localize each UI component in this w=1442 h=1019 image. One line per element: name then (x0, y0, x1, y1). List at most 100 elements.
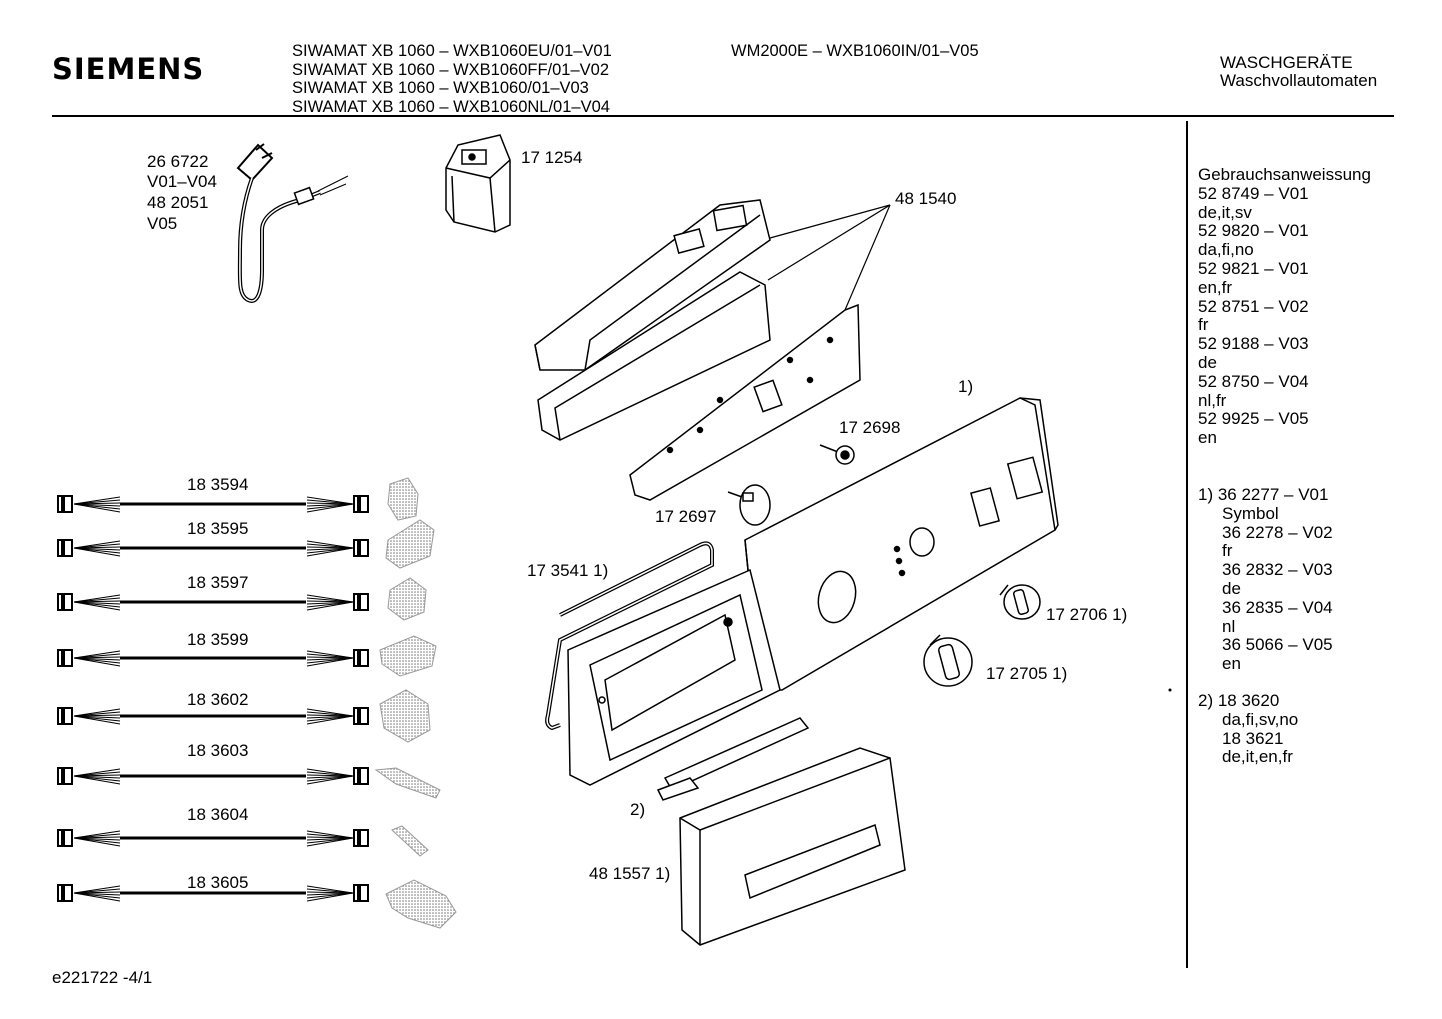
manual-line: 52 9188 – V03 (1198, 334, 1309, 354)
category-title: WASCHGERÄTE (1220, 53, 1353, 72)
leader-line (767, 204, 891, 281)
control-module-icon (534, 199, 861, 501)
note1-line: 36 5066 – V05 (1222, 635, 1333, 655)
leader-line (844, 204, 891, 311)
model-line: SIWAMAT XB 1060 – WXB1060FF/01–V02 (292, 60, 610, 79)
harness-icon (57, 495, 369, 513)
note1-line: 36 2835 – V04 (1222, 597, 1333, 617)
note1-line: nl (1222, 616, 1236, 636)
model-extra: WM2000E – WXB1060IN/01–V05 (731, 42, 979, 60)
gasket-label: 17 3541 1) (527, 561, 609, 580)
model-line: SIWAMAT XB 1060 – WXB1060/01–V03 (292, 79, 589, 98)
manual-line: nl,fr (1198, 390, 1227, 410)
harness-icon (57, 884, 369, 902)
harness-icon (57, 707, 369, 725)
manual-line: da,fi,no (1198, 240, 1254, 260)
note1-line: 36 2278 – V02 (1222, 522, 1333, 542)
connector-thumbnail-icon (374, 767, 441, 799)
harness-label: 18 3605 (187, 873, 249, 892)
harness-icon (57, 539, 369, 557)
cable-version-alt: V05 (147, 214, 178, 233)
label-strip-icon (656, 717, 810, 801)
header-divider (52, 115, 1394, 117)
manual-list: Gebrauchsanweissung 52 8749 – V01 de,it,… (1198, 165, 1371, 448)
knob-cap-label: 17 2697 (655, 507, 717, 526)
harness-label: 18 3604 (187, 805, 249, 824)
filter-label: 17 1254 (521, 148, 583, 167)
note1-list: 1) 36 2277 – V01 Symbol 36 2278 – V02 fr… (1198, 485, 1333, 674)
harness-icon (57, 829, 369, 847)
note1-line: de (1222, 578, 1241, 598)
harness-group (57, 495, 369, 902)
connector-thumbnails (374, 477, 457, 929)
manual-line: en (1198, 428, 1217, 448)
note-marker-1: 1) (958, 377, 974, 396)
cable-part-number-alt: 48 2051 (147, 193, 209, 212)
sidebar-divider (1186, 121, 1188, 968)
connector-thumbnail-icon (387, 477, 419, 521)
manual-title: Gebrauchsanweissung (1198, 165, 1371, 184)
manual-line: fr (1198, 315, 1209, 335)
note1-line: en (1222, 654, 1241, 674)
note1-line: fr (1222, 541, 1233, 561)
harness-label: 18 3595 (187, 519, 249, 538)
model-list: SIWAMAT XB 1060 – WXB1060EU/01–V01 SIWAM… (292, 42, 612, 117)
model-line: SIWAMAT XB 1060 – WXB1060EU/01–V01 (292, 42, 612, 60)
harness-label: 18 3602 (187, 690, 249, 709)
harness-label: 18 3603 (187, 741, 249, 760)
category-subtitle: Waschvollautomaten (1220, 71, 1378, 90)
dispenser-handle-icon (679, 747, 906, 946)
leader-line (769, 204, 891, 239)
harness-icon (57, 649, 369, 667)
manual-line: 52 8751 – V02 (1198, 296, 1309, 316)
note2-line: de,it,en,fr (1222, 747, 1293, 767)
filter-icon (445, 134, 511, 233)
manual-line: de (1198, 352, 1217, 372)
connector-thumbnail-icon (387, 577, 427, 621)
module-label: 48 1540 (895, 189, 957, 208)
harness-label: 18 3599 (187, 630, 249, 649)
drawing-code: e221722 -4/1 (52, 968, 153, 987)
note2-head: 2) 18 3620 (1198, 691, 1280, 710)
manual-line: 52 8749 – V01 (1198, 183, 1309, 203)
connector-thumbnail-icon (385, 519, 435, 569)
note2-line: da,fi,sv,no (1222, 709, 1299, 729)
harness-label: 18 3597 (187, 573, 249, 592)
manual-line: 52 8750 – V04 (1198, 371, 1309, 391)
model-line: SIWAMAT XB 1060 – WXB1060NL/01–V04 (292, 98, 610, 117)
program-knob-a-icon (999, 584, 1041, 620)
small-knob-label: 17 2698 (839, 418, 901, 437)
power-cable-icon (236, 143, 349, 303)
note1-line: 36 2832 – V03 (1222, 560, 1333, 580)
stray-dot (1168, 688, 1172, 692)
note1-line: Symbol (1222, 503, 1279, 523)
connector-thumbnail-icon (391, 825, 429, 857)
harness-label: 18 3594 (187, 475, 249, 494)
knob-cap-icon (727, 484, 771, 526)
program-knob-b-icon (923, 634, 973, 687)
note1-head: 1) 36 2277 – V01 (1198, 485, 1329, 504)
front-panel-icon (744, 397, 1059, 691)
small-knob-icon (819, 444, 855, 465)
harness-icon (57, 593, 369, 611)
connector-thumbnail-icon (379, 635, 437, 677)
knob-a-label: 17 2706 1) (1046, 605, 1128, 624)
note2-list: 2) 18 3620 da,fi,sv,no 18 3621 de,it,en,… (1198, 691, 1299, 767)
note-marker-2: 2) (630, 800, 646, 819)
connector-thumbnail-icon (385, 879, 457, 929)
manual-line: 52 9820 – V01 (1198, 221, 1309, 241)
manual-line: en,fr (1198, 277, 1233, 297)
handle-label: 48 1557 1) (589, 864, 671, 883)
manual-line: 52 9821 – V01 (1198, 258, 1309, 278)
brand-logo: SIEMENS (52, 52, 205, 86)
cable-version: V01–V04 (147, 172, 217, 191)
knob-b-label: 17 2705 1) (986, 664, 1068, 683)
harness-icon (57, 767, 369, 785)
dispenser-frame-icon (567, 568, 781, 786)
cable-part-number: 26 6722 (147, 152, 209, 171)
connector-thumbnail-icon (379, 689, 431, 743)
note2-line: 18 3621 (1222, 728, 1284, 748)
manual-line: 52 9925 – V05 (1198, 409, 1309, 429)
manual-line: de,it,sv (1198, 202, 1252, 222)
